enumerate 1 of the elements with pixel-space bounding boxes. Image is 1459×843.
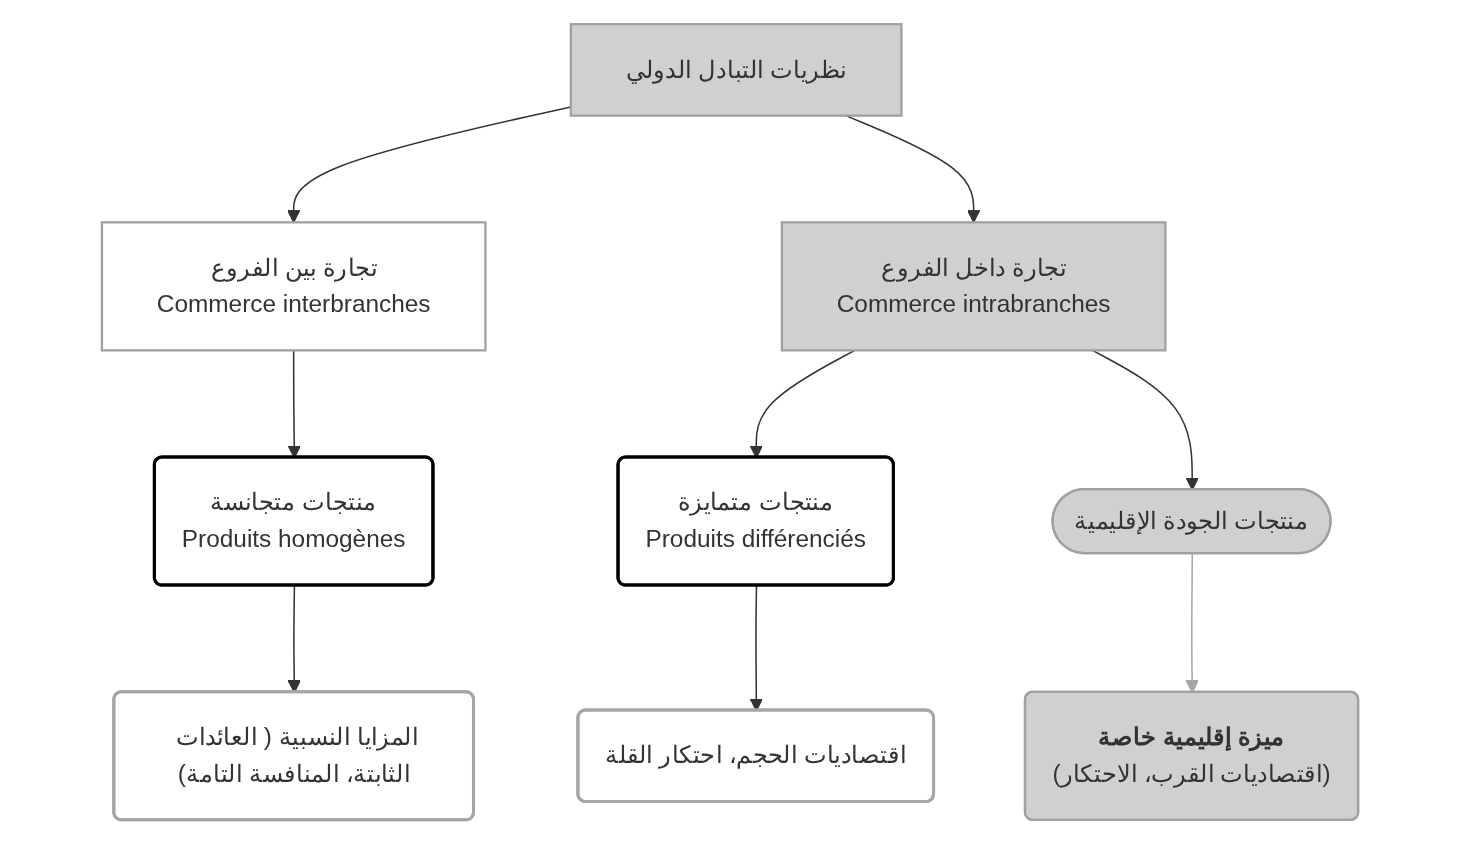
node-box: نظريات التبادل الدولي — [569, 22, 903, 117]
